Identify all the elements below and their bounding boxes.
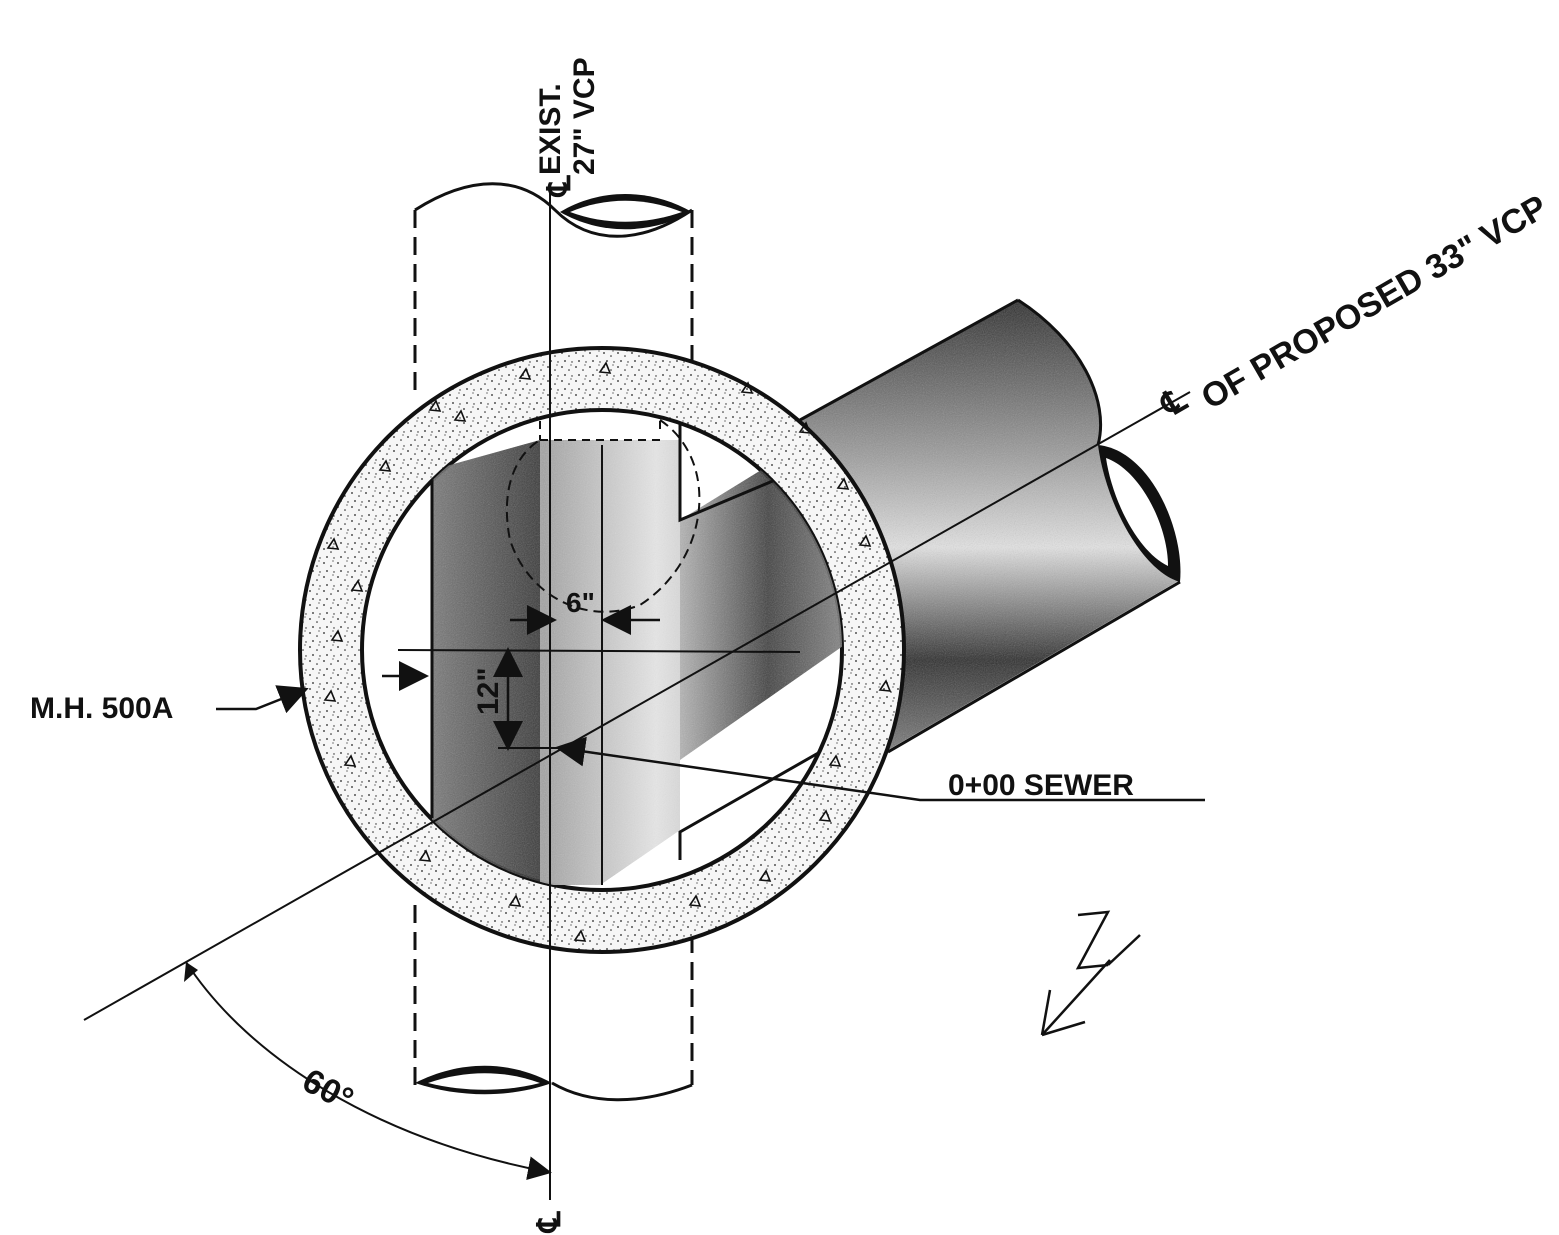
- manhole-channels: [430, 410, 842, 885]
- manhole-leader: [216, 685, 309, 714]
- centerlines: [83, 185, 1191, 1200]
- north-arrow-icon: [1040, 910, 1141, 1037]
- centerline-symbol-proposed: ℄: [1153, 380, 1194, 425]
- existing-pipe: [413, 182, 694, 1102]
- existing-pipe-label: EXIST. 27" VCP: [534, 57, 601, 175]
- svg-text:EXIST.: EXIST.: [534, 83, 567, 175]
- angle-label: 60°: [296, 1062, 359, 1120]
- dimension-12in-label: 12": [472, 667, 505, 715]
- station-leader: [555, 736, 1205, 802]
- dimension-6in-label: 6": [566, 587, 595, 618]
- station-label: 0+00 SEWER: [948, 769, 1134, 802]
- proposed-pipe-label: OF PROPOSED 33" VCP: [1195, 188, 1554, 417]
- centerline-symbol-top: ℄: [541, 175, 577, 198]
- dimension-12in: [493, 647, 560, 751]
- angle-arc: [185, 961, 552, 1181]
- manhole-label: M.H. 500A: [30, 692, 173, 725]
- svg-text:27" VCP: 27" VCP: [568, 57, 601, 175]
- centerline-symbol-bottom: ℄: [531, 1211, 567, 1234]
